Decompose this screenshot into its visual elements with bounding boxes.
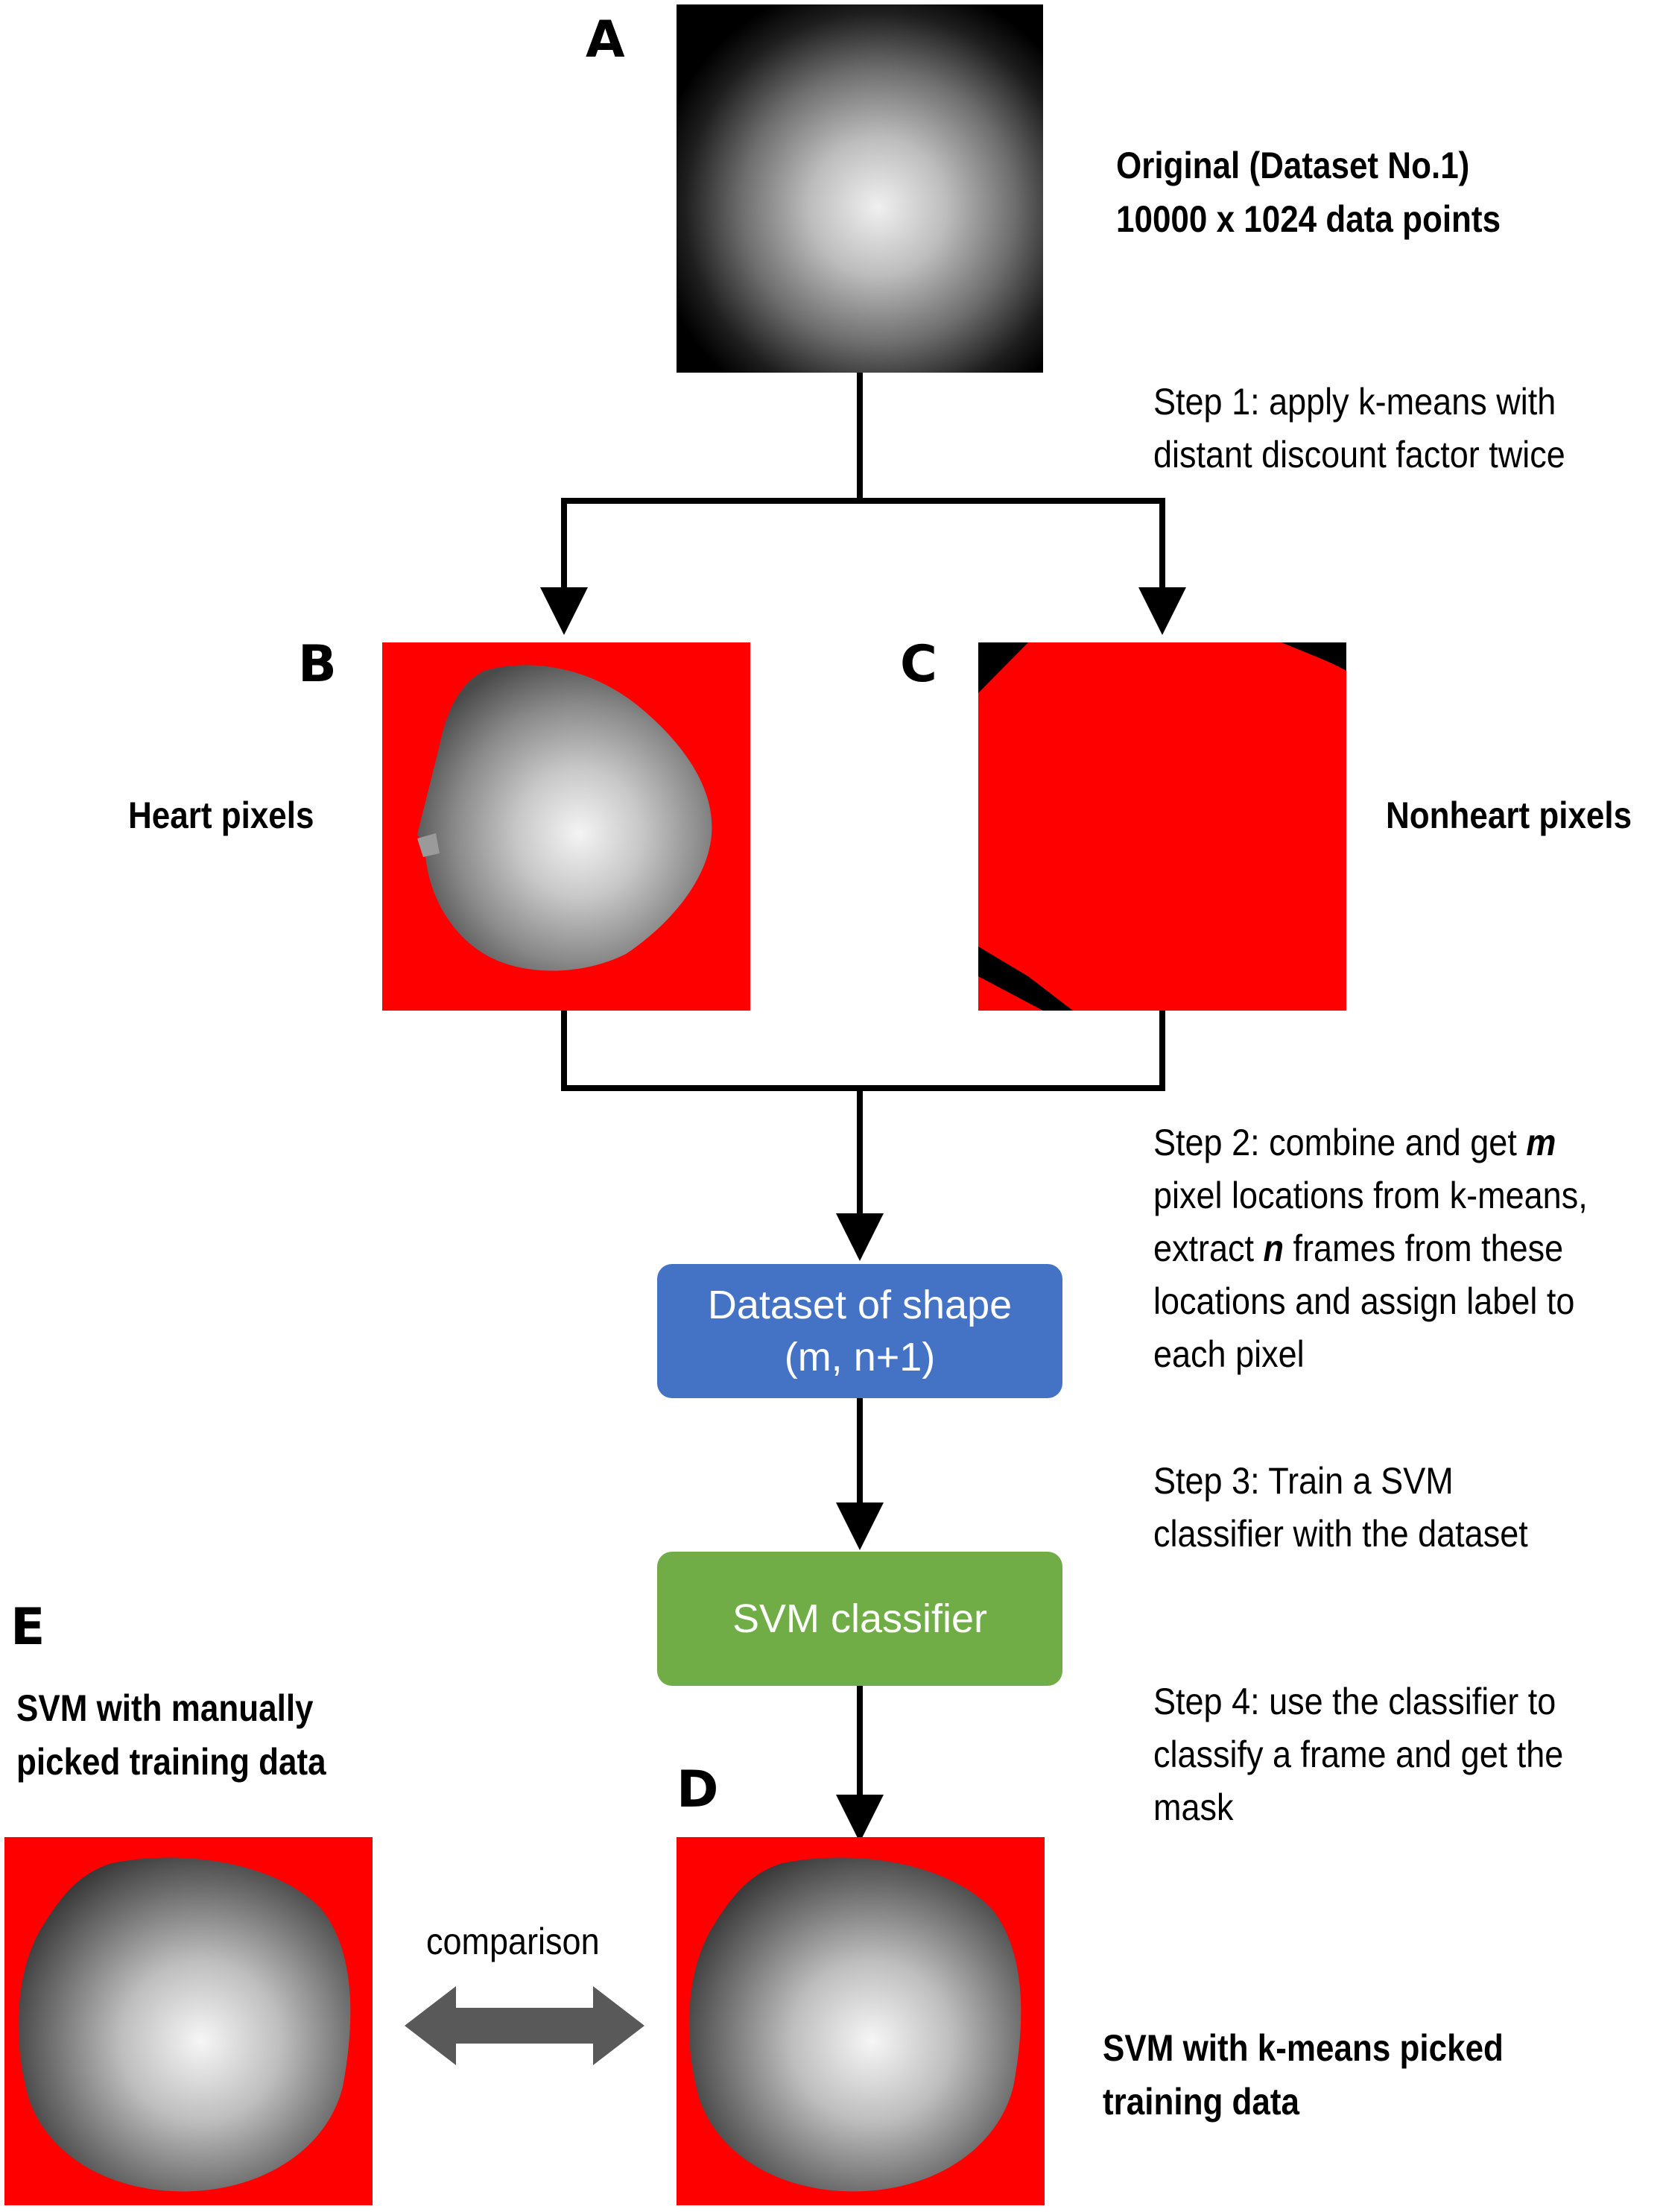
panel-c-label: Nonheart pixels	[1386, 794, 1632, 836]
panel-a-label-line2: 10000 x 1024 data points	[1116, 198, 1501, 240]
panel-e-label-line2: picked training data	[16, 1741, 326, 1783]
panel-e-label: SVM with manually picked training data	[16, 1681, 326, 1789]
dataset-box-line1: Dataset of shape	[707, 1283, 1013, 1327]
step4-line1: Step 4: use the classifier to	[1153, 1681, 1556, 1722]
step2-var-m: m	[1526, 1122, 1556, 1163]
svm-classifier-box: SVM classifier	[657, 1552, 1062, 1686]
image-b-heart-pixels	[382, 642, 750, 1011]
svm-classifier-label: SVM classifier	[732, 1596, 988, 1641]
step1-line2: distant discount factor twice	[1153, 434, 1565, 475]
panel-a-label: Original (Dataset No.1) 10000 x 1024 dat…	[1116, 139, 1501, 246]
step2-line1-prefix: Step 2: combine and get	[1153, 1122, 1527, 1163]
image-e-manual-mask	[4, 1837, 373, 2205]
comparison-arrow	[405, 1986, 644, 2065]
step3-line2: classifier with the dataset	[1153, 1513, 1528, 1555]
image-c-nonheart-pixels	[978, 642, 1346, 1011]
step2-line5: each pixel	[1153, 1333, 1305, 1375]
panel-letter-e: E	[10, 1598, 45, 1657]
dataset-box: Dataset of shape (m, n+1)	[657, 1264, 1062, 1398]
step2-line2: pixel locations from k-means,	[1153, 1175, 1588, 1216]
step4-line2: classify a frame and get the	[1153, 1734, 1564, 1775]
step2-var-n: n	[1263, 1227, 1284, 1269]
step1-text: Step 1: apply k-means with distant disco…	[1153, 376, 1565, 481]
step4-text: Step 4: use the classifier to classify a…	[1153, 1675, 1563, 1834]
step1-line1: Step 1: apply k-means with	[1153, 381, 1556, 423]
panel-letter-c: C	[900, 635, 937, 694]
panel-d-label-line1: SVM with k-means picked	[1103, 2027, 1504, 2069]
panel-letter-d: D	[677, 1760, 719, 1819]
step4-line3: mask	[1153, 1786, 1234, 1828]
image-d-kmeans-mask	[677, 1837, 1045, 2205]
image-a-original	[677, 4, 1043, 373]
step3-line1: Step 3: Train a SVM	[1153, 1460, 1454, 1502]
step2-line3: extract n frames from these	[1153, 1222, 1588, 1275]
panel-a-label-line1: Original (Dataset No.1)	[1116, 145, 1470, 186]
panel-b-label: Heart pixels	[128, 794, 314, 836]
step2-line3-prefix: extract	[1153, 1227, 1264, 1269]
step2-line1: Step 2: combine and get m	[1153, 1116, 1588, 1169]
comparison-label: comparison	[426, 1921, 600, 1962]
step2-line3-suffix: frames from these	[1284, 1227, 1564, 1269]
panel-d-label-line2: training data	[1103, 2081, 1300, 2123]
step2-text: Step 2: combine and get m pixel location…	[1153, 1116, 1588, 1381]
dataset-box-line2: (m, n+1)	[784, 1335, 936, 1380]
panel-e-label-line1: SVM with manually	[16, 1687, 314, 1729]
step2-line4: locations and assign label to	[1153, 1280, 1575, 1322]
panel-letter-b: B	[298, 635, 337, 694]
panel-d-label: SVM with k-means picked training data	[1103, 2021, 1504, 2129]
step3-text: Step 3: Train a SVM classifier with the …	[1153, 1455, 1528, 1561]
panel-letter-a: A	[586, 10, 625, 69]
